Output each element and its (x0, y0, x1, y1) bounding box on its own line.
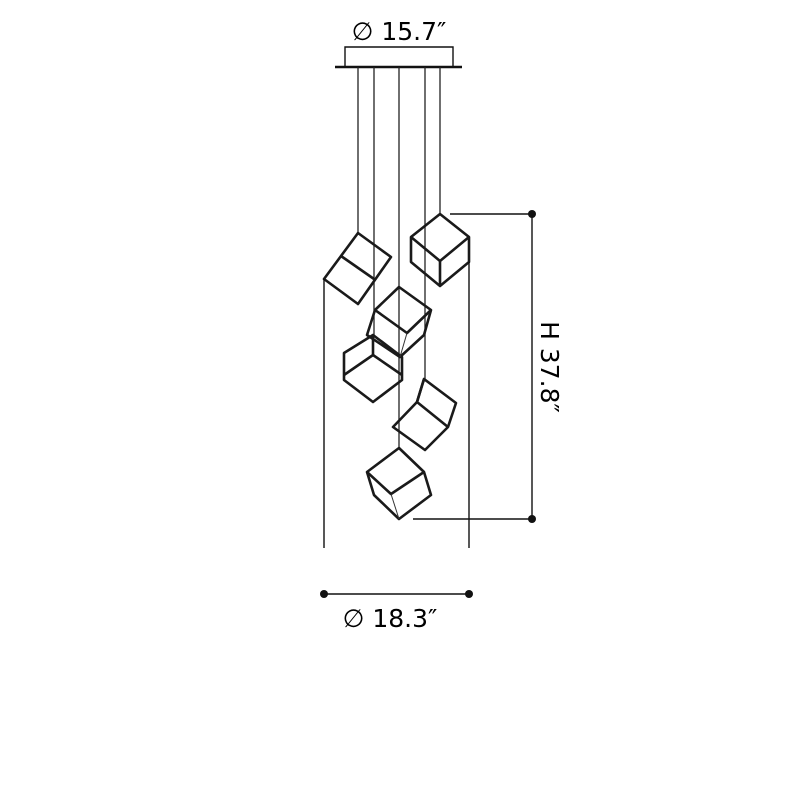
canopy-diameter-label: ∅ 15.7″ (352, 17, 447, 46)
cube-1 (322, 231, 393, 306)
canopy (335, 46, 462, 69)
cube-6 (365, 446, 433, 521)
height-dimension (413, 210, 536, 523)
cube-2 (409, 212, 471, 288)
cube-4 (342, 333, 404, 404)
cube-5 (391, 377, 458, 452)
cube-3 (365, 285, 433, 359)
diameter-dimension (320, 262, 473, 598)
cube-shades (322, 212, 471, 521)
height-label: H 37.8″ (535, 321, 564, 413)
overall-diameter-label: ∅ 18.3″ (343, 604, 438, 633)
suspension-wires (357, 67, 441, 448)
